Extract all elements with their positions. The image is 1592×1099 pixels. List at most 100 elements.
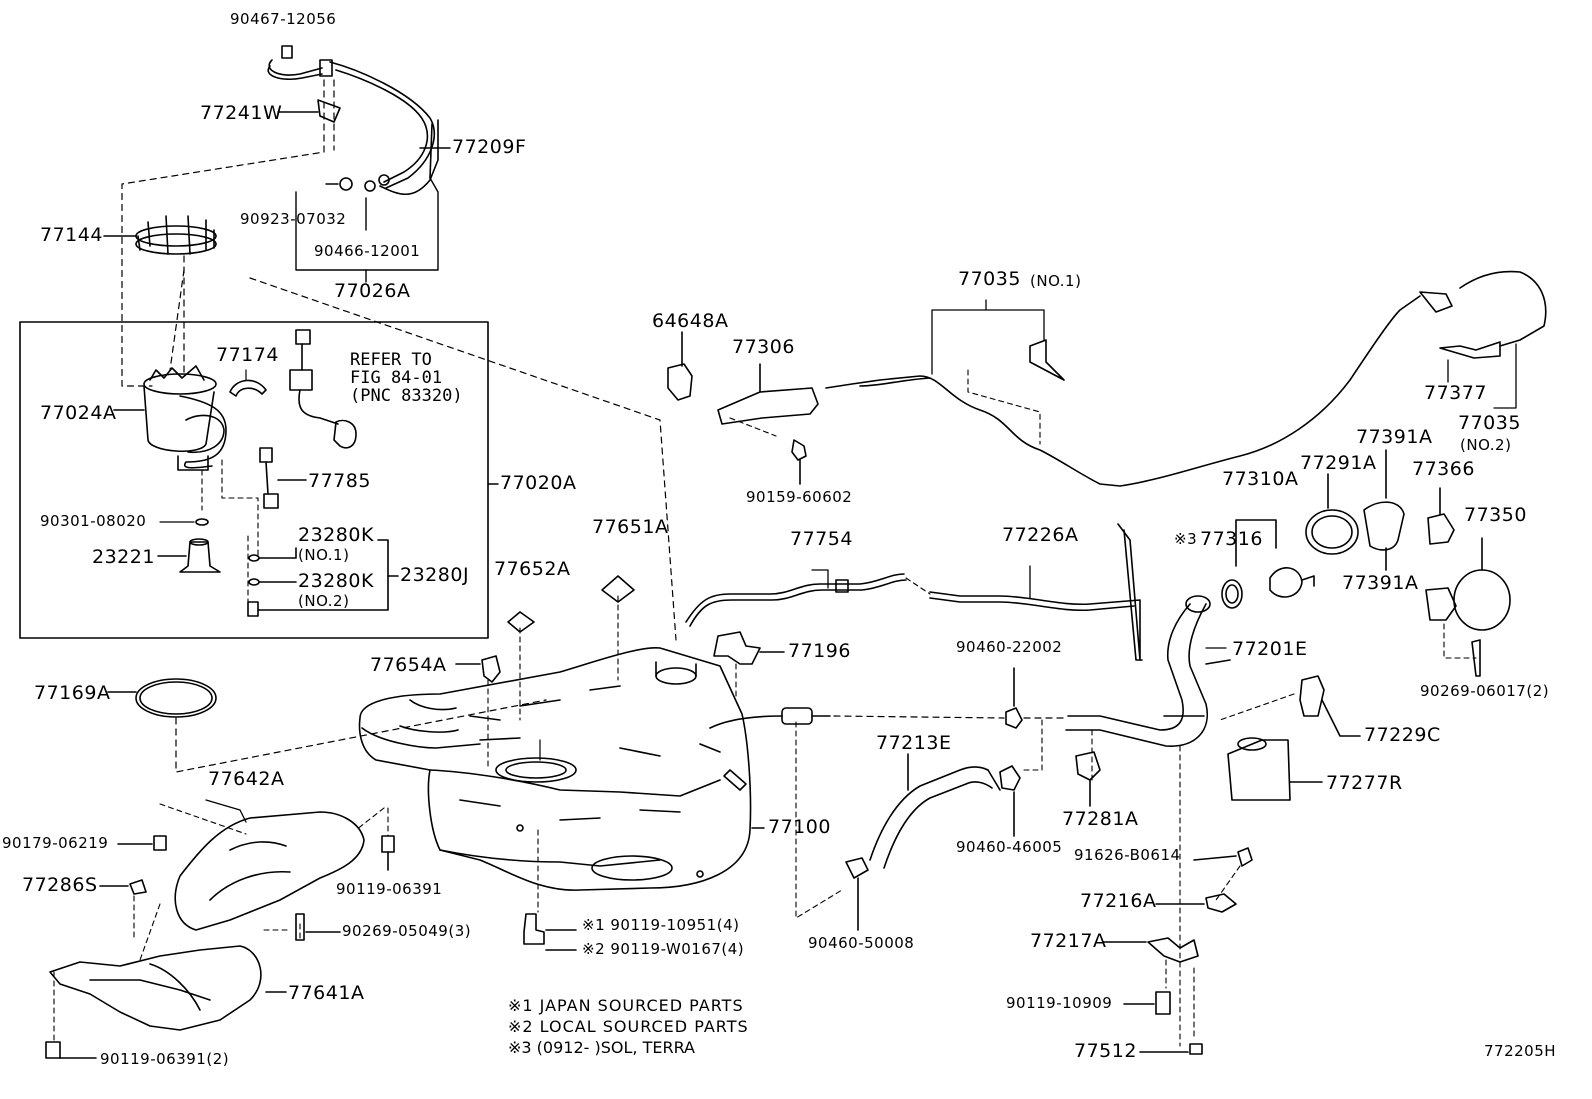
label-77174: 77174 (216, 344, 279, 366)
label-23280J: 23280J (400, 564, 470, 586)
refer-note: REFER TO FIG 84-01 (PNC 83320) (350, 350, 463, 406)
label-77209F: 77209F (452, 136, 527, 158)
label-77277R: 77277R (1326, 772, 1403, 794)
fuel-tank (358, 647, 831, 891)
label-77350: 77350 (1464, 504, 1527, 526)
label-77035-no1-sub: (NO.1) (1030, 272, 1082, 290)
bracket-77217A (1147, 937, 1199, 963)
wire-harness-refer (289, 329, 357, 449)
label-90119-W0167: ※2 90119-W0167(4) (582, 940, 745, 958)
label-77754: 77754 (790, 528, 853, 550)
label-77286S: 77286S (22, 874, 98, 896)
label-77652A: 77652A (494, 558, 571, 580)
label-77201E: 77201E (1232, 638, 1308, 660)
clamp-90460-22002 (1005, 707, 1023, 729)
label-77100: 77100 (768, 816, 831, 838)
label-77144: 77144 (40, 224, 103, 246)
label-77213E: 77213E (876, 732, 952, 754)
label-23280K-no1-sub: (NO.1) (298, 546, 350, 564)
label-23280K-no2: 23280K (298, 570, 374, 592)
label-90119-10909: 90119-10909 (1006, 994, 1113, 1012)
fuel-pump-kit-box (19, 321, 489, 639)
label-91626-B0614: 91626-B0614 (1074, 846, 1181, 864)
label-77281A: 77281A (1062, 808, 1139, 830)
fuel-pump-module (113, 365, 227, 471)
label-77306: 77306 (732, 336, 795, 358)
clip-77281A (1075, 751, 1101, 781)
label-77169A: 77169A (34, 682, 111, 704)
fuel-hose (869, 753, 1001, 869)
label-23221: 23221 (92, 546, 155, 568)
label-77391A-top: 77391A (1356, 426, 1433, 448)
label-77651A: 77651A (592, 516, 669, 538)
label-77216A: 77216A (1080, 890, 1157, 912)
label-90923-07032: 90923-07032 (240, 210, 347, 228)
fuel-filter (157, 538, 221, 573)
fuel-tube-assembly (267, 45, 439, 196)
label-77654A: 77654A (370, 654, 447, 676)
label-90460-50008: 90460-50008 (808, 934, 915, 952)
label-90467-12056: 90467-12056 (230, 10, 337, 28)
lock-ring (103, 215, 217, 255)
label-90179-06219: 90179-06219 (2, 834, 109, 852)
label-77026A: 77026A (334, 280, 411, 302)
vent-valve (713, 631, 785, 665)
label-77316-mark: ※3 (1174, 530, 1198, 548)
label-77035-no2: 77035 (1458, 412, 1521, 434)
label-77229C: 77229C (1364, 724, 1441, 746)
label-90269-06017: 90269-06017(2) (1420, 682, 1550, 700)
label-77291A: 77291A (1300, 452, 1377, 474)
label-90119-06391-2: 90119-06391(2) (100, 1050, 230, 1068)
label-77241W: 77241W (200, 102, 283, 124)
clamp-77229C (1299, 675, 1325, 717)
label-77642A: 77642A (208, 768, 285, 790)
label-90466-12001: 90466-12001 (314, 242, 421, 260)
label-77035-no2-sub: (NO.2) (1460, 436, 1512, 454)
clamp-90460-46005 (999, 765, 1021, 791)
label-90460-46005: 90460-46005 (956, 838, 1063, 856)
label-23280K-no1: 23280K (298, 524, 374, 546)
insulator-pad-2 (601, 575, 635, 603)
fuel-filler-cap-group (1221, 449, 1405, 609)
filler-protector (1227, 737, 1323, 801)
fuel-door-group (1425, 487, 1511, 677)
label-77366: 77366 (1412, 458, 1475, 480)
label-77020A: 77020A (500, 472, 577, 494)
bracket-77216A (1205, 893, 1237, 913)
label-90301-08020: 90301-08020 (40, 512, 147, 530)
fuel-filler-pipe (1065, 595, 1231, 747)
opener-lever (667, 331, 819, 485)
label-77391A-bottom: 77391A (1342, 572, 1419, 594)
tank-gasket (107, 678, 217, 718)
label-90269-05049: 90269-05049(3) (342, 922, 472, 940)
label-90119-06391: 90119-06391 (336, 880, 443, 898)
clamp-90460-50008 (845, 857, 869, 879)
label-77024A: 77024A (40, 402, 117, 424)
insulator-pad (507, 611, 535, 633)
label-77217A: 77217A (1030, 930, 1107, 952)
label-23280K-no2-sub: (NO.2) (298, 592, 350, 610)
label-90460-22002: 90460-22002 (956, 638, 1063, 656)
figure-id: 772205H (1484, 1042, 1557, 1060)
bracket-clip (481, 655, 501, 683)
tank-protectors (49, 811, 365, 1031)
label-77226A: 77226A (1002, 524, 1079, 546)
label-90159-60602: 90159-60602 (746, 488, 853, 506)
sender-harness (259, 447, 307, 509)
label-77512: 77512 (1074, 1040, 1137, 1062)
label-77035-no1: 77035 (958, 268, 1021, 290)
label-90119-10951: ※1 90119-10951(4) (582, 916, 740, 934)
label-77310A: 77310A (1222, 468, 1299, 490)
opener-cable (825, 270, 1547, 487)
label-64648A: 64648A (652, 310, 729, 332)
label-77785: 77785 (308, 470, 371, 492)
retainer-clip (229, 379, 267, 397)
vent-tubes (685, 523, 1143, 661)
note-sol-terra: ※3 (0912- )SOL, TERRA (508, 1038, 695, 1057)
label-77377: 77377 (1424, 382, 1487, 404)
note-local-sourced: ※2 LOCAL SOURCED PARTS (508, 1017, 749, 1036)
note-japan-sourced: ※1 JAPAN SOURCED PARTS (508, 996, 744, 1015)
label-77641A: 77641A (288, 982, 365, 1004)
